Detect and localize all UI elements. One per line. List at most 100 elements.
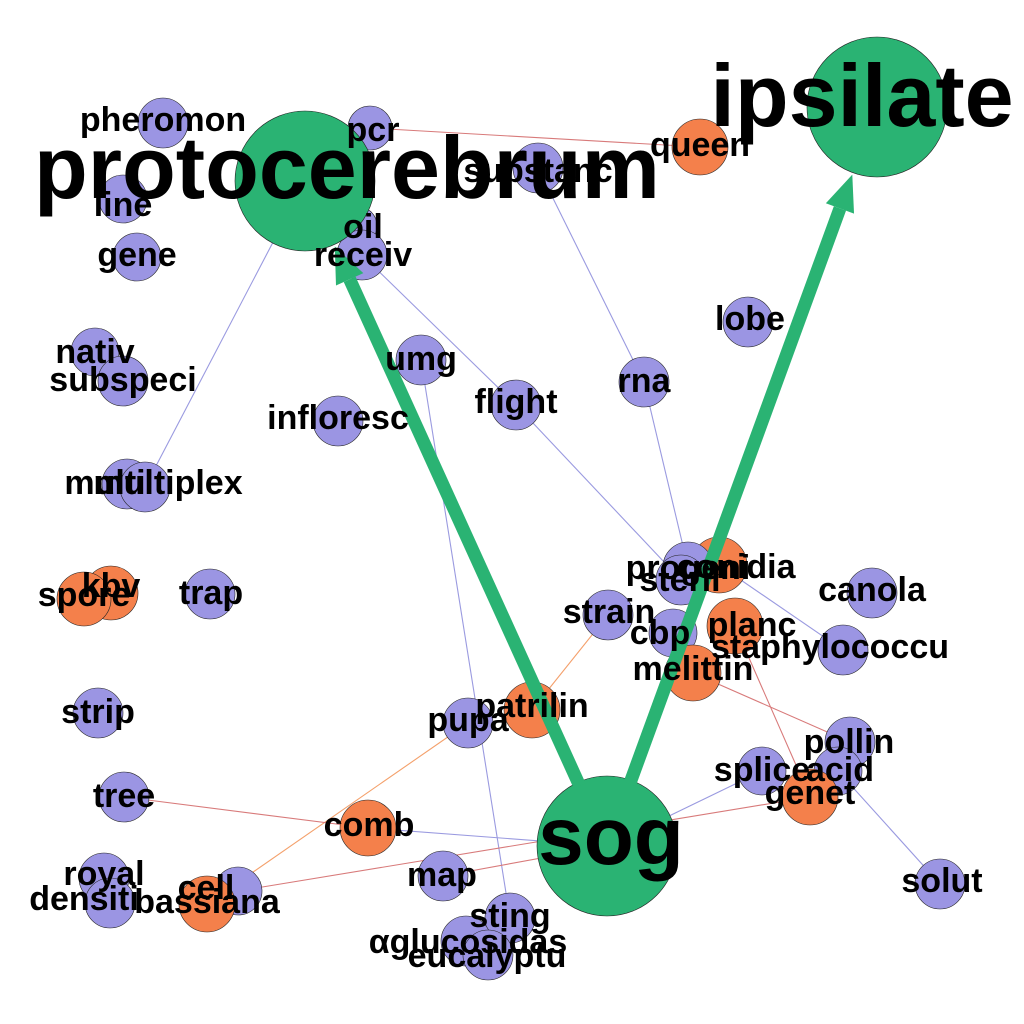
node-tree[interactable] <box>98 771 150 823</box>
node-label-map: map <box>407 856 477 894</box>
node-label-multiplex: multiplex <box>93 464 242 502</box>
node-substanc[interactable] <box>512 142 564 194</box>
node-label-patrilin: patrilin <box>475 687 588 725</box>
node-label-tree: tree <box>93 777 155 815</box>
node-label-cbp: cbp <box>630 614 690 652</box>
node-label-oil: oil <box>343 208 383 246</box>
node-layer <box>56 36 966 981</box>
arrow-sog-protocerebrum <box>343 276 586 789</box>
node-protocerebrum[interactable] <box>234 110 376 252</box>
node-strain[interactable] <box>582 589 634 641</box>
node-densiti[interactable] <box>84 877 136 929</box>
node-subspeci[interactable] <box>97 355 149 407</box>
node-label-pcr: pcr <box>347 111 400 149</box>
node-umg[interactable] <box>395 334 447 386</box>
node-rna[interactable] <box>618 356 670 408</box>
node-pheromon[interactable] <box>137 97 189 149</box>
node-eucalyptu[interactable] <box>462 929 514 981</box>
node-label-genet: genet <box>765 774 856 812</box>
node-label-spore: spore <box>38 576 131 614</box>
node-label-aglucosidas: αglucosidas <box>369 923 568 961</box>
node-label-bassiana: bassiana <box>134 883 281 921</box>
node-label-melittin: melittin <box>633 650 754 688</box>
node-label-nativ: nativ <box>55 333 134 371</box>
edge-melittin-pollin <box>692 672 851 743</box>
edge-rna-progeni <box>643 381 689 568</box>
node-spore[interactable] <box>56 571 112 627</box>
node-label-planc: planc <box>708 606 797 644</box>
node-map[interactable] <box>417 850 469 902</box>
node-label-densiti: densiti <box>29 880 139 918</box>
node-label-kbv: kbv <box>82 567 141 605</box>
node-label-substanc: substanc <box>463 152 612 190</box>
edge-umg-sting <box>420 359 511 919</box>
node-sog[interactable] <box>536 775 678 917</box>
node-label-infloresc: infloresc <box>267 399 409 437</box>
node-trap[interactable] <box>184 568 236 620</box>
node-label-pollin: pollin <box>804 723 895 761</box>
node-label-solut: solut <box>901 862 982 900</box>
node-label-ipsilate: ipsilate <box>710 46 1013 145</box>
node-label-comb: comb <box>324 806 415 844</box>
node-label-conidia: conidia <box>676 548 796 586</box>
edge-receiv-flight <box>361 254 517 406</box>
node-splice[interactable] <box>737 746 787 796</box>
node-label-acid: acid <box>806 751 874 789</box>
node-label-sting: sting <box>469 897 550 935</box>
arrow-sog-ipsilate <box>623 206 847 787</box>
node-lobe[interactable] <box>722 296 774 348</box>
edge-planc-genet <box>734 625 811 798</box>
edge-flight-steril <box>515 404 682 581</box>
node-label-progeni: progeni <box>626 549 751 587</box>
node-label-cell: cell <box>178 869 235 907</box>
node-bassiana[interactable] <box>178 875 236 933</box>
node-queen[interactable] <box>671 118 729 176</box>
node-label-flight: flight <box>474 383 557 421</box>
node-label-eucalyptu: eucalyptu <box>408 937 567 975</box>
node-label-lobe: lobe <box>715 300 785 338</box>
arrowhead-sog-protocerebrum <box>334 246 364 286</box>
node-pupa[interactable] <box>442 697 494 749</box>
node-label-pupa: pupa <box>427 701 509 739</box>
node-label-gene: gene <box>97 236 176 274</box>
node-label-sog: sog <box>538 791 684 882</box>
node-label-subspeci: subspeci <box>49 361 196 399</box>
node-label-queen: queen <box>650 126 750 164</box>
arrowhead-sog-ipsilate <box>825 174 855 214</box>
edge-substanc-rna <box>537 167 645 383</box>
edge-cell-genet <box>237 796 811 892</box>
edge-acid-solut <box>837 770 941 885</box>
node-label-canola: canola <box>818 571 927 609</box>
edge-pcr-queen <box>369 127 701 148</box>
edge-tree-comb <box>123 796 369 829</box>
node-label-pheromon: pheromon <box>80 101 246 139</box>
node-flight[interactable] <box>490 379 542 431</box>
node-gene[interactable] <box>112 232 162 282</box>
node-genet[interactable] <box>781 768 839 826</box>
node-strip[interactable] <box>72 687 124 739</box>
node-label-rna: rna <box>618 362 672 400</box>
node-planc[interactable] <box>706 597 764 655</box>
node-infloresc[interactable] <box>312 395 364 447</box>
node-comb[interactable] <box>339 799 397 857</box>
node-label-line: line <box>94 186 153 224</box>
node-label-strip: strip <box>61 693 135 731</box>
node-ipsilate[interactable] <box>806 36 948 178</box>
node-label-royal: royal <box>63 855 144 893</box>
node-multiplex[interactable] <box>119 461 171 513</box>
node-label-trap: trap <box>179 574 243 612</box>
node-label-protocerebrum: protocerebrum <box>34 118 660 217</box>
node-label-strain: strain <box>563 593 656 631</box>
node-canola[interactable] <box>846 567 898 619</box>
node-label-multi: multi <box>64 464 145 502</box>
node-solut[interactable] <box>914 858 966 910</box>
label-layer: protocerebrum ipsilate sog pheromon pcr queen… <box>29 46 1013 975</box>
node-label-splice: splice <box>714 751 810 789</box>
node-label-umg: umg <box>385 340 457 378</box>
node-line[interactable] <box>98 174 148 224</box>
node-label-staphylococcu: staphylococcu <box>711 628 949 666</box>
node-staphylococcu[interactable] <box>817 624 869 676</box>
node-label-receiv: receiv <box>314 236 412 274</box>
node-label-steril: steril <box>639 561 720 599</box>
